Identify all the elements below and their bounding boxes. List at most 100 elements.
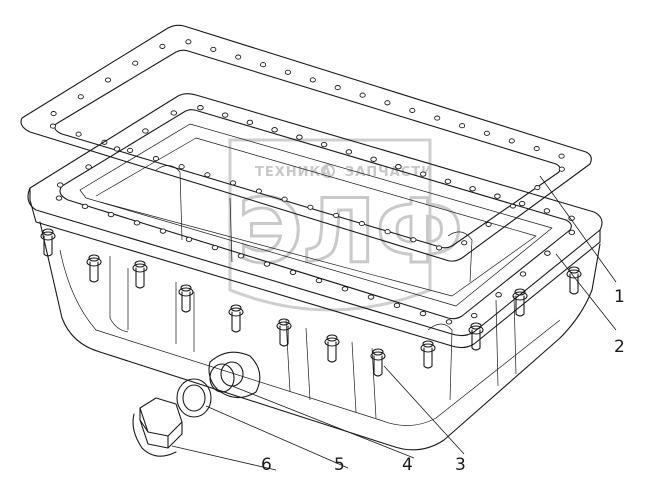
- gasket-hole: [384, 100, 391, 106]
- hex-bolt-icon: [178, 284, 194, 313]
- gasket-hole: [260, 62, 267, 68]
- gasket-hole: [434, 115, 441, 121]
- gasket-hole: [255, 188, 262, 194]
- gasket-hole: [558, 166, 565, 172]
- drain-washer-part-4: [209, 363, 235, 393]
- gasket-hole: [333, 212, 340, 218]
- flange-hole: [469, 186, 476, 192]
- leader-1: [539, 175, 617, 283]
- leader-2: [555, 253, 617, 331]
- watermark-logo: ЭЛФ: [238, 180, 463, 283]
- flange-hole: [211, 244, 219, 251]
- flange-hole: [197, 105, 204, 111]
- hex-bolt-icon: [132, 260, 148, 289]
- flange-hole: [419, 171, 427, 177]
- flange-bolt-holes: [55, 105, 576, 325]
- gasket-hole: [104, 77, 112, 83]
- flange-hole: [289, 269, 297, 276]
- flange-hole: [543, 208, 551, 214]
- gasket-hole: [359, 92, 366, 98]
- sealing-ring-part-5: [176, 378, 212, 418]
- gasket-hole: [334, 85, 341, 91]
- flange-hole: [170, 110, 178, 116]
- gasket-hole: [358, 221, 365, 227]
- gasket-hole: [210, 46, 217, 52]
- flange-hole: [494, 193, 501, 199]
- gasket-hole: [384, 229, 391, 235]
- gasket-hole: [127, 147, 134, 153]
- flange-hole: [419, 310, 427, 317]
- gasket-hole: [533, 146, 540, 152]
- watermark: ТЕХНИКА ЗАПЧАСТИ ЭЛФ: [228, 138, 464, 312]
- callout-5: 5: [334, 455, 345, 475]
- gasket-hole: [459, 123, 466, 129]
- gasket-hole: [235, 54, 242, 60]
- hex-bolt-icon: [420, 340, 436, 369]
- watermark-text-right: ЗАПЧАСТИ: [345, 165, 433, 180]
- flange-hole: [271, 127, 278, 133]
- leader-3: [383, 365, 465, 455]
- hex-bolt-icon: [228, 304, 244, 333]
- watermark-shield-icon: [228, 138, 432, 312]
- flange-hole: [320, 141, 328, 148]
- gasket-hole: [558, 153, 565, 159]
- flange-hole: [142, 128, 149, 134]
- flange-hole: [345, 149, 353, 155]
- flange-hole: [341, 286, 349, 292]
- flange-hole: [133, 220, 141, 226]
- flange-hole: [495, 292, 502, 298]
- leader-5: [205, 405, 349, 469]
- flange-hole: [544, 250, 551, 256]
- gasket-hole: [204, 172, 211, 178]
- hex-bolt-icon: [324, 334, 340, 363]
- gasket-hole: [75, 131, 82, 137]
- callout-3: 3: [455, 455, 466, 475]
- flange-hole: [444, 178, 452, 185]
- gasket-hole: [461, 240, 468, 246]
- hex-bolt-icon: [468, 322, 484, 351]
- drain-plug-part-6: [132, 397, 183, 457]
- flange-hole: [263, 261, 271, 267]
- flange-hole: [55, 195, 63, 201]
- gasket-hole: [309, 77, 316, 83]
- flange-hole: [107, 211, 115, 218]
- gasket-hole: [49, 123, 56, 129]
- callout-6: 6: [261, 455, 272, 475]
- leader-6: [171, 445, 277, 471]
- gasket-hole: [230, 180, 237, 186]
- flange-hole: [185, 236, 193, 243]
- flange-hole: [113, 146, 121, 152]
- hex-bolt-icon: [40, 228, 56, 257]
- gasket-hole: [307, 204, 314, 210]
- callout-1: 1: [614, 287, 625, 307]
- flange-hole: [470, 312, 478, 319]
- hex-bolt-icon: [370, 348, 386, 377]
- gasket-hole: [159, 43, 166, 49]
- flange-hole: [568, 229, 576, 236]
- gasket-hole: [410, 237, 417, 243]
- flange-hole: [237, 253, 245, 259]
- perimeter-bolts-part-3: [40, 228, 582, 377]
- flange-hole: [518, 200, 526, 207]
- flange-hole: [81, 203, 89, 210]
- gasket-hole: [436, 245, 443, 251]
- flange-hole: [315, 277, 323, 284]
- flange-hole: [159, 228, 167, 234]
- flange-hole: [445, 319, 453, 325]
- flange-hole: [519, 271, 527, 277]
- gasket-hole: [152, 156, 159, 162]
- gasket-hole: [178, 164, 185, 170]
- hex-bolt-icon: [276, 318, 292, 347]
- flange-hole: [393, 302, 401, 309]
- gasket-hole: [132, 60, 139, 66]
- flange-hole: [296, 134, 303, 140]
- watermark-gear-icon: [321, 164, 335, 178]
- gasket-hole: [281, 196, 288, 202]
- gasket-hole: [483, 130, 490, 136]
- oil-pan-part-2: [27, 93, 603, 451]
- watermark-text-left: ТЕХНИКА: [255, 165, 332, 180]
- gasket-hole: [77, 94, 84, 100]
- leader-lines: [171, 175, 617, 471]
- flange-hole: [370, 156, 377, 162]
